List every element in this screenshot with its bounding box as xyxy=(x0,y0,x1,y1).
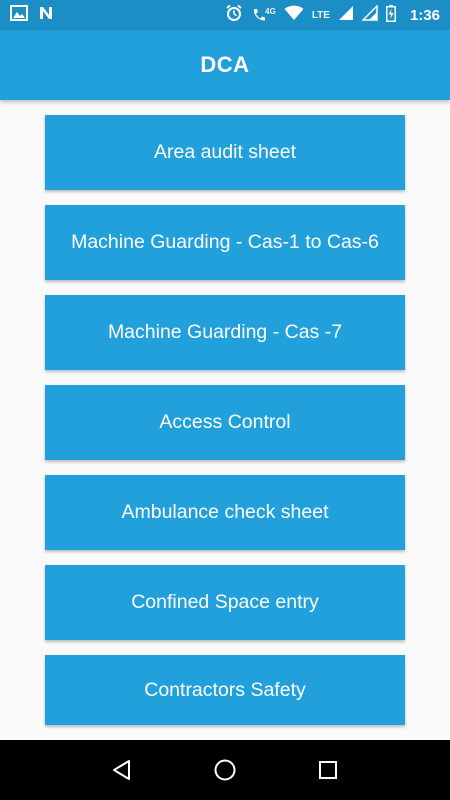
home-icon[interactable] xyxy=(205,750,245,790)
machine-guarding-cas1-to-cas6-button[interactable]: Machine Guarding - Cas-1 to Cas-6 xyxy=(45,205,405,280)
area-audit-sheet-button[interactable]: Area audit sheet xyxy=(45,115,405,190)
navigation-bar xyxy=(0,740,450,800)
image-icon xyxy=(10,5,28,25)
machine-guarding-cas7-button[interactable]: Machine Guarding - Cas -7 xyxy=(45,295,405,370)
status-bar: 4G LTE 1:36 xyxy=(0,0,450,30)
back-icon[interactable] xyxy=(102,750,142,790)
signal-label: 4G xyxy=(265,7,276,16)
n-app-icon xyxy=(38,5,54,25)
status-notifications xyxy=(10,5,54,25)
ambulance-check-sheet-button[interactable]: Ambulance check sheet xyxy=(45,475,405,550)
wifi-icon xyxy=(284,5,304,25)
menu-list: Area audit sheet Machine Guarding - Cas-… xyxy=(45,115,405,740)
network-label: LTE xyxy=(311,9,330,21)
app-bar: DCA xyxy=(0,30,450,100)
status-system: 4G LTE 1:36 xyxy=(225,4,440,26)
wifi-calling-icon: 4G xyxy=(251,7,276,23)
confined-space-entry-button[interactable]: Confined Space entry xyxy=(45,565,405,640)
signal-icon xyxy=(338,5,354,25)
contractors-safety-button[interactable]: Contractors Safety xyxy=(45,655,405,725)
status-time: 1:36 xyxy=(409,6,440,24)
alarm-icon xyxy=(225,4,243,26)
battery-icon xyxy=(385,4,396,26)
signal-icon-secondary xyxy=(361,4,378,25)
recents-icon[interactable] xyxy=(308,750,348,790)
main-content[interactable]: Area audit sheet Machine Guarding - Cas-… xyxy=(0,100,450,740)
page-title: DCA xyxy=(200,52,250,77)
access-control-button[interactable]: Access Control xyxy=(45,385,405,460)
